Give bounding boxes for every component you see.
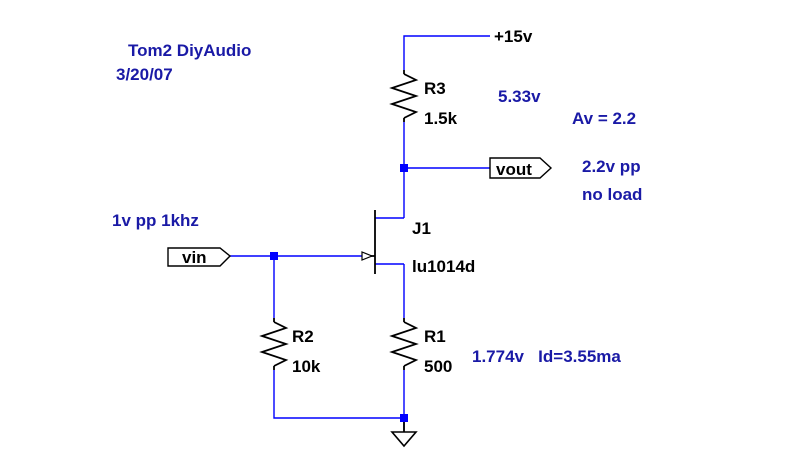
vin-port[interactable]: vin [167, 247, 232, 267]
r2-ref: R2 [292, 327, 314, 346]
jfet-arrow-icon [361, 251, 374, 261]
r2-value: 10k [292, 357, 321, 376]
date-label: 3/20/07 [116, 65, 173, 84]
vin-label: vin [182, 248, 207, 267]
input-signal-annotation: 1v pp 1khz [112, 211, 199, 230]
vout-node [400, 164, 408, 172]
ground-node [400, 414, 408, 422]
r3-value: 1.5k [424, 109, 458, 128]
gate-node [270, 252, 278, 260]
vout-note-load: no load [582, 185, 642, 204]
jfet-j1[interactable] [361, 210, 376, 274]
author-label: Tom2 DiyAudio [128, 41, 251, 60]
supply-label: +15v [494, 27, 533, 46]
vout-port[interactable]: vout [489, 157, 553, 179]
wires [230, 35, 490, 430]
j1-ref: J1 [412, 219, 431, 238]
resistor-r3[interactable] [389, 70, 419, 122]
j1-part: lu1014d [412, 257, 475, 276]
ground-icon [390, 422, 418, 448]
gain-annotation: Av = 2.2 [572, 109, 636, 128]
supply-wire [403, 35, 490, 70]
r1-ref: R1 [424, 327, 446, 346]
r3-voltage-annotation: 5.33v [498, 87, 541, 106]
r3-ref: R3 [424, 79, 446, 98]
r1-value: 500 [424, 357, 452, 376]
r2-to-ground-wire [273, 370, 404, 419]
resistor-r2[interactable] [259, 318, 289, 370]
resistor-r1[interactable] [389, 318, 419, 370]
vout-note-pp: 2.2v pp [582, 157, 641, 176]
vout-label: vout [496, 160, 532, 179]
r1-operating-point-annotation: 1.774v Id=3.55ma [472, 347, 621, 366]
